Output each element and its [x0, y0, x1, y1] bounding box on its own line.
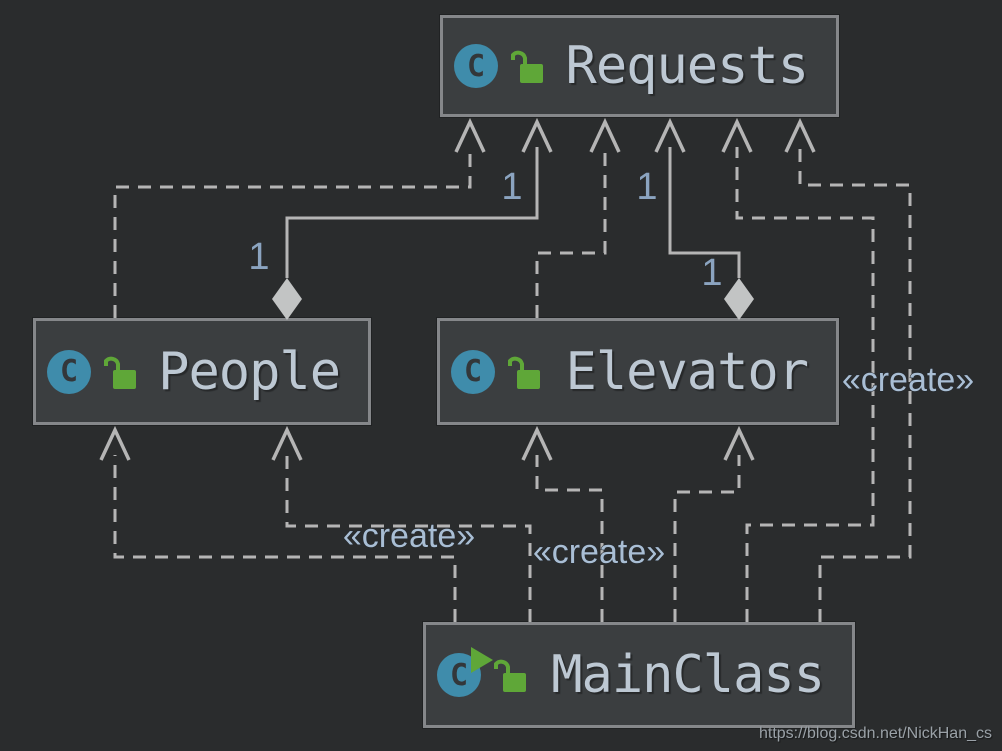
node-icon-group: C [451, 349, 540, 394]
node-icon-group: C [454, 44, 543, 88]
class-icon-circle: C [47, 349, 91, 394]
multiplicity-label: 1 [501, 166, 522, 208]
edge-people-depends-requests[interactable] [113, 117, 486, 318]
open-arrowhead [723, 425, 755, 461]
class-icon: C [451, 349, 495, 394]
open-arrowhead [721, 117, 753, 153]
edge-mainclass-creates-people-a[interactable] [99, 425, 457, 622]
open-arrowhead [99, 425, 131, 461]
class-name: Requests [565, 36, 809, 96]
class-node-people[interactable]: C People [32, 317, 372, 426]
open-arrowhead [521, 425, 553, 461]
class-icon-circle: C [454, 44, 498, 88]
edge-mainclass-creates-people-b[interactable] [271, 425, 532, 622]
class-node-elevator[interactable]: C Elevator [436, 317, 840, 426]
class-name: Elevator [565, 341, 809, 402]
class-name: MainClass [551, 645, 825, 705]
aggregation-diamond [272, 278, 302, 320]
create-stereotype-label: «create» [533, 533, 665, 571]
edge-mainclass-creates-elevator-a[interactable] [521, 425, 604, 622]
run-overlay-icon [471, 647, 493, 673]
open-arrowhead [521, 117, 553, 153]
create-stereotype-label: «create» [842, 361, 974, 399]
class-icon: C [454, 44, 498, 88]
open-arrowhead [784, 117, 816, 153]
edge-elevator-aggregates-requests[interactable] [654, 117, 754, 320]
edge-people-aggregates-requests[interactable] [272, 117, 553, 320]
aggregation-diamond [724, 278, 754, 320]
edge-mainclass-creates-elevator-b[interactable] [673, 425, 755, 622]
create-stereotype-label: «create» [343, 517, 475, 555]
open-arrowhead [454, 117, 486, 153]
open-arrowhead [654, 117, 686, 153]
main-class-icon: C [437, 647, 493, 697]
class-node-requests[interactable]: C Requests [439, 14, 840, 118]
edge-elevator-depends-requests[interactable] [535, 117, 621, 318]
unlock-icon [508, 356, 540, 389]
open-arrowhead [271, 425, 303, 461]
class-icon-circle: C [451, 349, 495, 394]
class-name: People [158, 341, 341, 402]
class-node-mainclass[interactable]: C MainClass [422, 621, 856, 729]
node-icon-group: C [437, 647, 526, 697]
unlock-icon [104, 356, 136, 389]
node-icon-group: C [47, 349, 136, 394]
multiplicity-label: 1 [701, 252, 722, 294]
unlock-icon [494, 659, 526, 692]
class-icon: C [47, 349, 91, 394]
watermark: https://blog.csdn.net/NickHan_cs [758, 725, 992, 742]
multiplicity-label: 1 [248, 236, 269, 278]
unlock-icon [511, 50, 543, 83]
multiplicity-label: 1 [636, 166, 657, 208]
open-arrowhead [589, 117, 621, 153]
